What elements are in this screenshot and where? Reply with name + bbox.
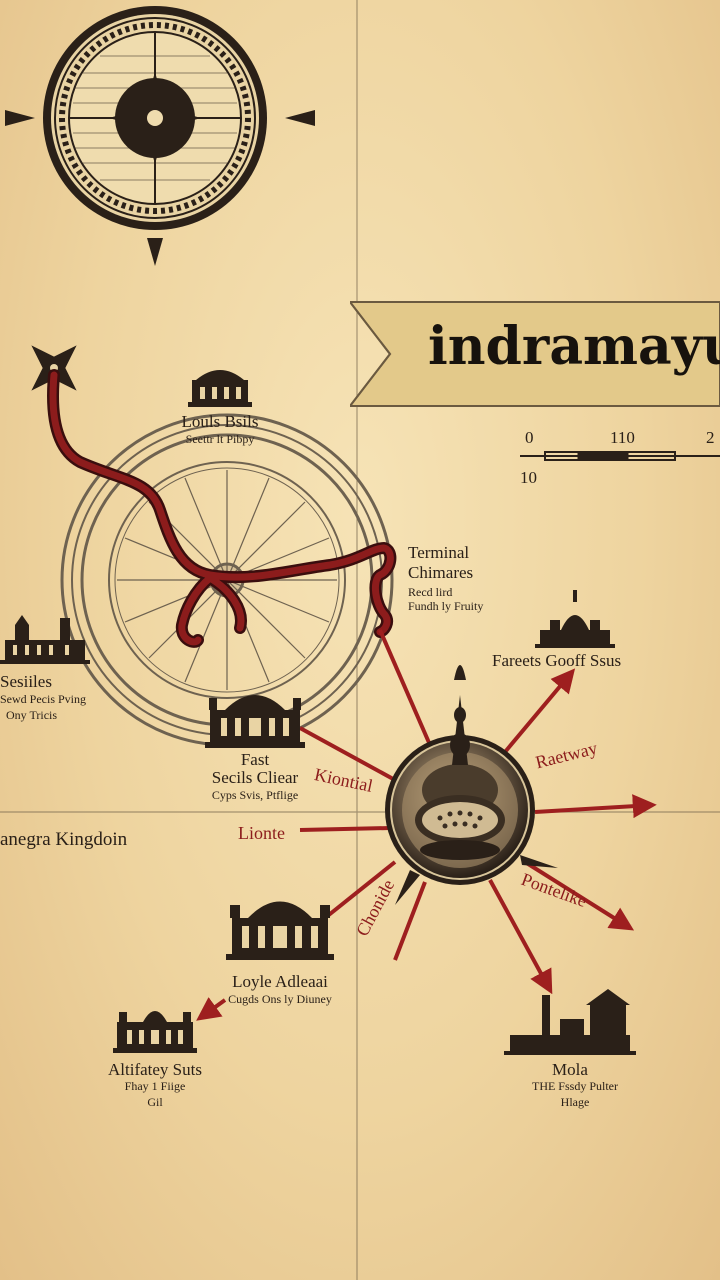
loyle-temple-icon <box>226 901 334 960</box>
scale-label-2: 2 <box>706 428 715 447</box>
place-name: Sesiiles <box>0 672 52 691</box>
place-sub: Hlage <box>560 1095 590 1109</box>
place-sub: Ony Tricis <box>6 708 58 722</box>
place-name: Mola <box>552 1060 588 1079</box>
altifatey-temple-icon <box>113 1011 197 1053</box>
place-sub: Seettr lt Pibpy <box>185 432 255 446</box>
scale-label-110: 110 <box>610 428 635 447</box>
north-temple-icon <box>188 370 252 407</box>
place-name: Louls Bsils <box>181 412 259 431</box>
place-sub: Gil <box>147 1095 163 1109</box>
place-name: Loyle Adleaai <box>232 972 328 991</box>
place-name: Fareets Gooff Ssus <box>492 651 622 670</box>
place-name: anegra Kingdoin <box>0 829 128 850</box>
route-arrows <box>196 629 657 1021</box>
place-sub: Recd lird <box>408 585 453 599</box>
place-sub: Sewd Pecis Pving <box>0 692 87 706</box>
place-sub: THE Fssdy Pulter <box>531 1079 618 1093</box>
place-sub: Cugds Ons ly Diuney <box>228 992 332 1006</box>
scale-bar <box>520 451 720 461</box>
place-name: Altifatey Suts <box>108 1060 202 1079</box>
west-temple-icon <box>0 615 90 664</box>
place-name-line2: Chimares <box>408 563 474 582</box>
central-monument-icon <box>385 665 558 905</box>
compass-rose-icon <box>5 6 315 266</box>
place-sub: Cyps Svis, Ptflige <box>211 788 299 802</box>
place-name: Fast <box>240 750 270 769</box>
fest-temple-icon <box>205 695 305 748</box>
scale-label-0: 0 <box>525 428 534 447</box>
place-name-line2: Secils Cliear <box>211 768 299 787</box>
place-sub: Fhay 1 Fiige <box>124 1079 186 1093</box>
route-label-lionte: Lionte <box>238 823 285 843</box>
map-title: indramayu <box>428 316 720 377</box>
mola-fort-icon <box>504 989 636 1055</box>
scale-label-10: 10 <box>520 468 537 487</box>
fareess-temple-icon <box>535 590 615 648</box>
place-name: Terminal <box>408 543 470 562</box>
title-banner: indramayu <box>350 300 720 408</box>
place-sub: Fundh ly Fruity <box>408 599 484 613</box>
